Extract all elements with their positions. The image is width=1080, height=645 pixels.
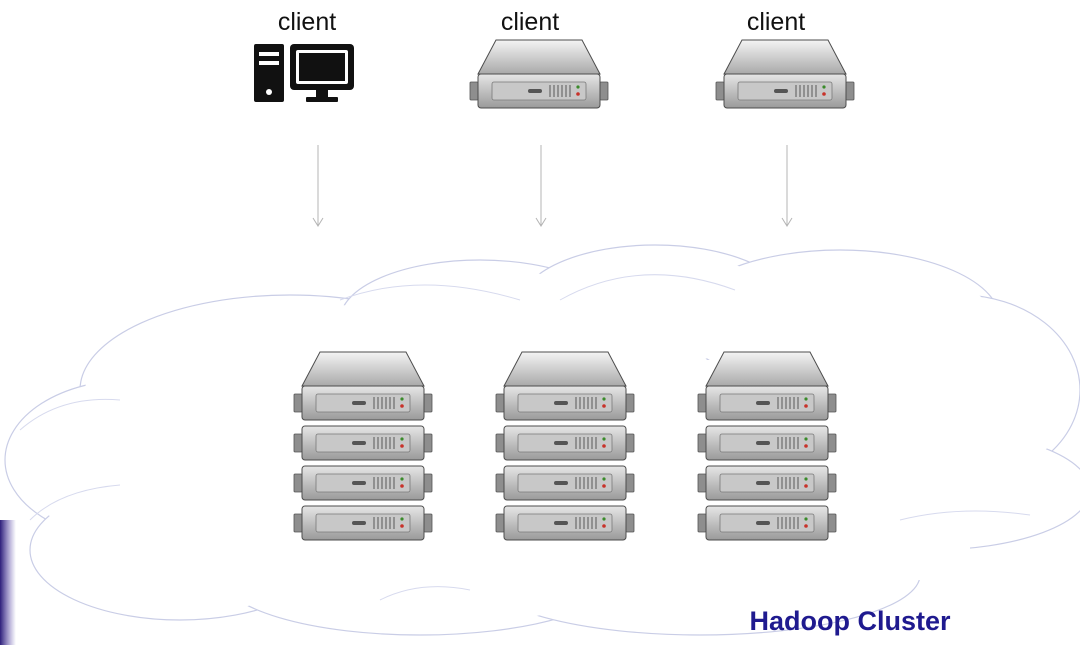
arrow-head-1 [312,217,324,227]
server-icon [715,39,855,109]
arrow-head-2 [535,217,547,227]
server-rack-2 [494,350,636,548]
client-label-2: client [500,8,560,36]
server-stack-icon [495,351,635,541]
server-stack-icon [697,351,837,541]
server-stack-icon [293,351,433,541]
server-icon [469,39,609,109]
client-label-3: client [746,8,806,36]
cluster-label: Hadoop Cluster [749,606,951,636]
arrow-head-3 [781,217,793,227]
client-label-1: client [277,8,337,36]
server-rack-3 [696,350,838,548]
desktop-computer-icon [254,44,354,102]
connection-arrows [312,145,793,227]
server-rack-1 [292,350,434,548]
server-icon [714,38,856,110]
server-icon [468,38,610,110]
